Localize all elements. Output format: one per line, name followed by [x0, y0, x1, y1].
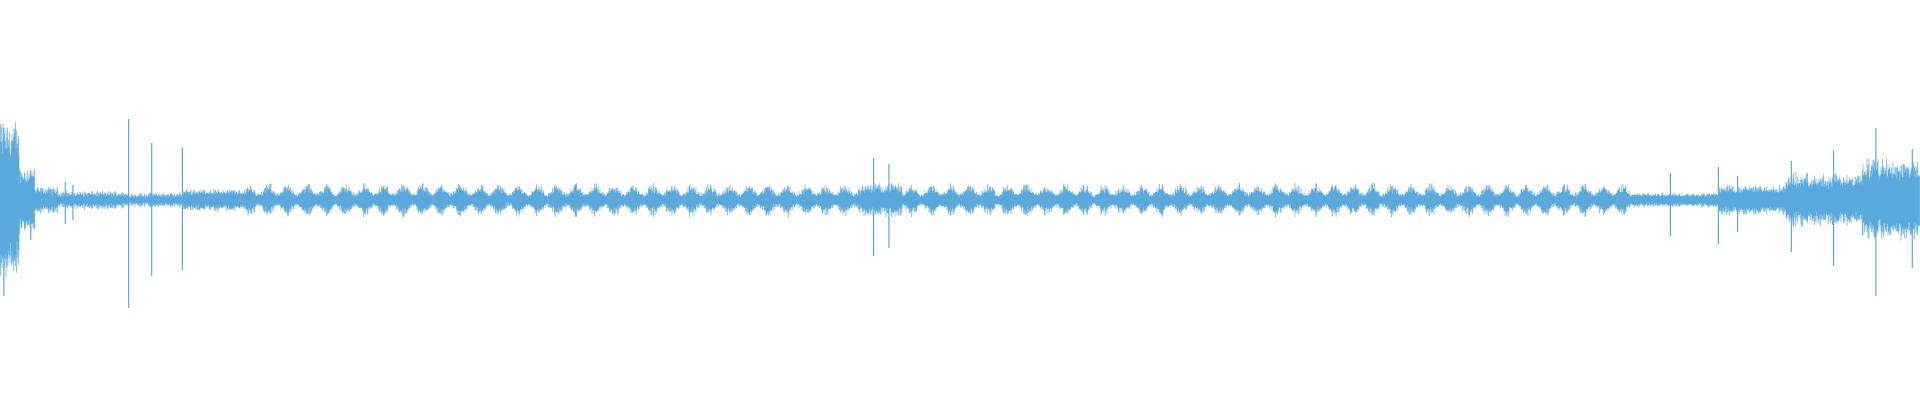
- waveform-trace: [0, 119, 1920, 308]
